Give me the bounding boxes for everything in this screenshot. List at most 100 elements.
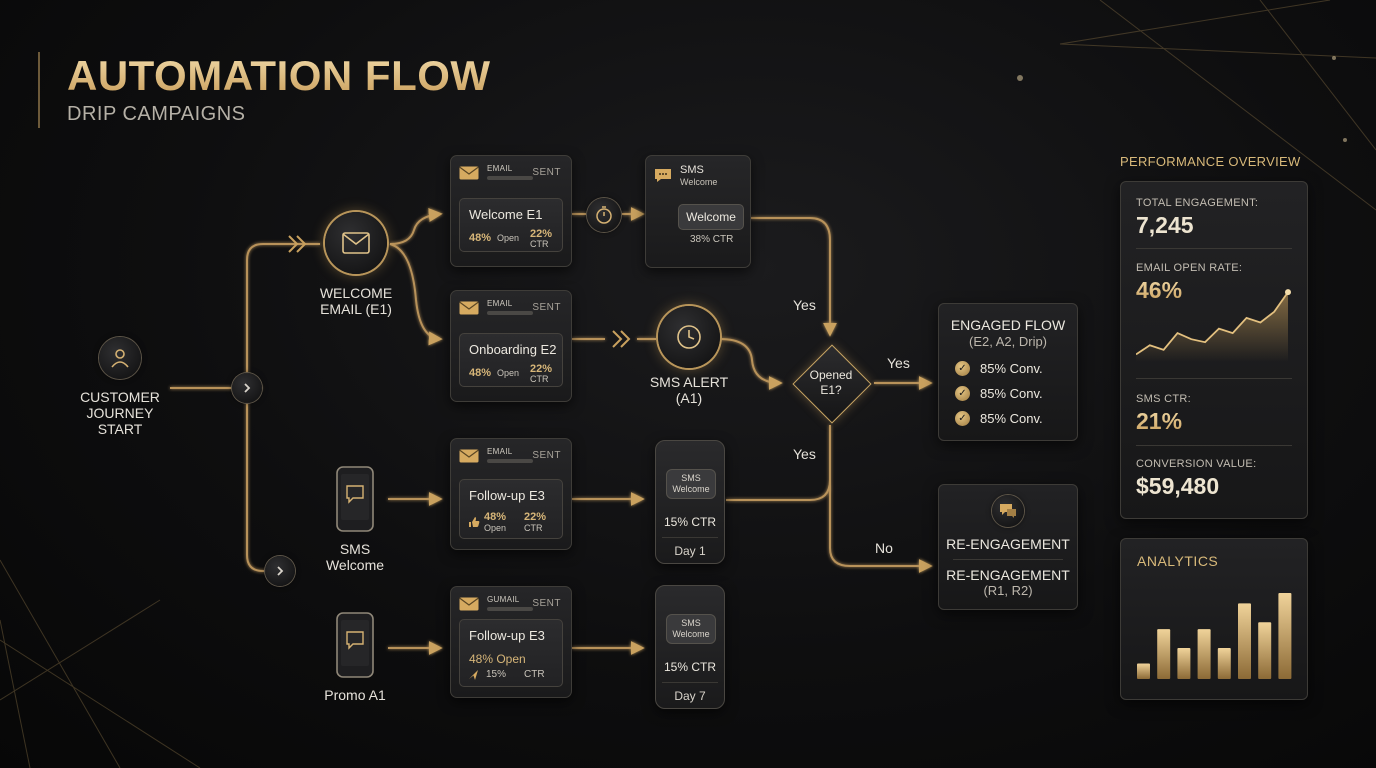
ctr-label: CTR [524,523,543,533]
phone-icon [336,612,374,678]
engaged-flow-panel[interactable]: ENGAGED FLOW (E2, A2, Drip) ✓ 85% Conv. … [938,303,1078,441]
open-rate-sparkline [1136,289,1291,362]
phone-icon [336,466,374,532]
sms-card-subtitle: Welcome [680,177,718,187]
email-name: Follow-up E3 [469,628,545,643]
metric-value: 21% [1136,408,1183,434]
chat-icon [1000,504,1016,518]
ctr-label: CTR [530,374,549,384]
card-tag-bar [487,311,533,315]
analytics-title: ANALYTICS [1137,553,1219,569]
email-card-followup[interactable]: EMAIL SENT Follow-up E3 48% Open 22% CTR [450,438,572,550]
card-inner: Follow-up E3 48% Open 15% CTR [459,619,563,687]
sms-card-title: SMS [680,164,704,176]
branch-chevron-button[interactable] [232,373,262,403]
email-name: Welcome E1 [469,207,543,222]
email-card-followup-promo[interactable]: GUMAIL SENT Follow-up E3 48% Open 15% CT… [450,586,572,698]
sms-bubble-subtitle: Welcome [672,629,710,639]
customer-start-node[interactable] [99,337,141,379]
analytics-bar [1197,629,1211,679]
sms-welcome-node[interactable] [336,466,374,532]
envelope-icon [459,597,479,611]
card-tag-bar [487,459,533,463]
sms-ctr-stat: 38% CTR [690,234,734,245]
phone-divider [662,682,718,683]
metric-divider [1136,445,1292,446]
sms-phone-card-day7[interactable]: SMS Welcome 15% CTR Day 7 [655,585,725,709]
ctr-label: CTR [530,239,549,249]
card-header: EMAIL SENT [459,447,563,467]
welcome-email-node[interactable] [325,212,387,274]
analytics-bar [1217,648,1231,679]
page-title: AUTOMATION FLOW [67,52,491,99]
reengagement-panel[interactable]: RE-ENGAGEMENT RE-ENGAGEMENT (R1, R2) [938,484,1078,610]
customer-start-label: CUSTOMER JOURNEY START [80,389,160,437]
welcome-email-label: WELCOME EMAIL (E1) [319,285,393,317]
edge-label-no: No [875,540,893,556]
sms-day-label: Day 1 [674,544,706,558]
branch-chevron-button[interactable] [265,556,295,586]
metric-value: $59,480 [1136,473,1220,499]
sms-bubble-title: SMS [681,618,701,628]
metric-label: SMS CTR: [1136,393,1191,405]
thumbs-up-icon [469,517,480,527]
card-header: EMAIL SENT [459,299,563,319]
card-tag-bar [487,176,533,180]
card-status: SENT [532,450,561,461]
sms-message-bubble: Welcome [678,204,744,230]
decision-opened-e1[interactable]: Opened E1? [790,342,872,424]
analytics-bar [1258,622,1272,679]
sms-ctr-stat: 15% CTR [663,660,716,674]
reengagement-title: RE-ENGAGEMENT [946,536,1070,552]
check-icon: ✓ [955,411,970,426]
phone-divider [662,537,718,538]
analytics-bar [1137,663,1150,679]
promo-node[interactable] [336,612,374,678]
card-header: GUMAIL SENT [459,595,563,615]
open-rate-label: Open [484,523,507,533]
engaged-flow-title: ENGAGED FLOW [950,317,1066,333]
analytics-bar [1157,629,1171,679]
chevron-right-icon [244,383,251,393]
clock-icon [677,325,701,349]
chat-bubble-icon [655,169,671,182]
sms-welcome-card[interactable]: SMS Welcome Welcome 38% CTR [645,155,751,268]
sms-alert-node[interactable] [658,306,720,368]
envelope-icon [459,449,479,463]
email-card-welcome[interactable]: EMAIL SENT Welcome E1 48% Open 22% CTR [450,155,572,267]
open-rate-value: 48% [469,232,492,244]
card-tag-bar [487,607,533,611]
sms-day-label: Day 7 [674,689,706,703]
sms-bubble: SMS Welcome [666,469,716,499]
sms-bubble: SMS Welcome [666,614,716,644]
metric-label: CONVERSION VALUE: [1136,458,1257,470]
engaged-flow-subtitle: (E2, A2, Drip) [968,334,1048,349]
email-name: Follow-up E3 [469,488,545,503]
conversion-text: 85% Conv. [980,386,1043,401]
reengagement-icon-badge [992,495,1024,527]
sms-bubble-title: SMS [681,473,701,483]
edge-label-yes: Yes [793,297,816,313]
performance-panel: TOTAL ENGAGEMENT: 7,245 EMAIL OPEN RATE:… [1120,181,1308,519]
ctr-value: 22% [530,228,553,240]
performance-overview-title: PERFORMANCE OVERVIEW [1120,154,1301,169]
sms-phone-card-day1[interactable]: SMS Welcome 15% CTR Day 1 [655,440,725,564]
sms-bubble-subtitle: Welcome [672,484,710,494]
delay-timer-node[interactable] [587,198,621,232]
metric-value: 7,245 [1136,212,1194,238]
open-rate-value: 48% Open [469,652,526,666]
ctr-value: 22% [530,363,553,375]
email-card-onboarding[interactable]: EMAIL SENT Onboarding E2 48% Open 22% CT… [450,290,572,402]
engaged-flow-item: ✓ 85% Conv. [955,411,1043,426]
conversion-text: 85% Conv. [980,411,1043,426]
card-type-tag: GUMAIL [487,595,520,604]
panel-divider [953,559,1063,560]
open-rate-value: 48% [469,367,492,379]
card-inner: Follow-up E3 48% Open 22% CTR [459,479,563,539]
engaged-flow-item: ✓ 85% Conv. [955,386,1043,401]
card-status: SENT [532,598,561,609]
email-name: Onboarding E2 [469,342,557,357]
reengagement-detail: (R1, R2) [983,583,1033,598]
metric-label: EMAIL OPEN RATE: [1136,262,1243,274]
